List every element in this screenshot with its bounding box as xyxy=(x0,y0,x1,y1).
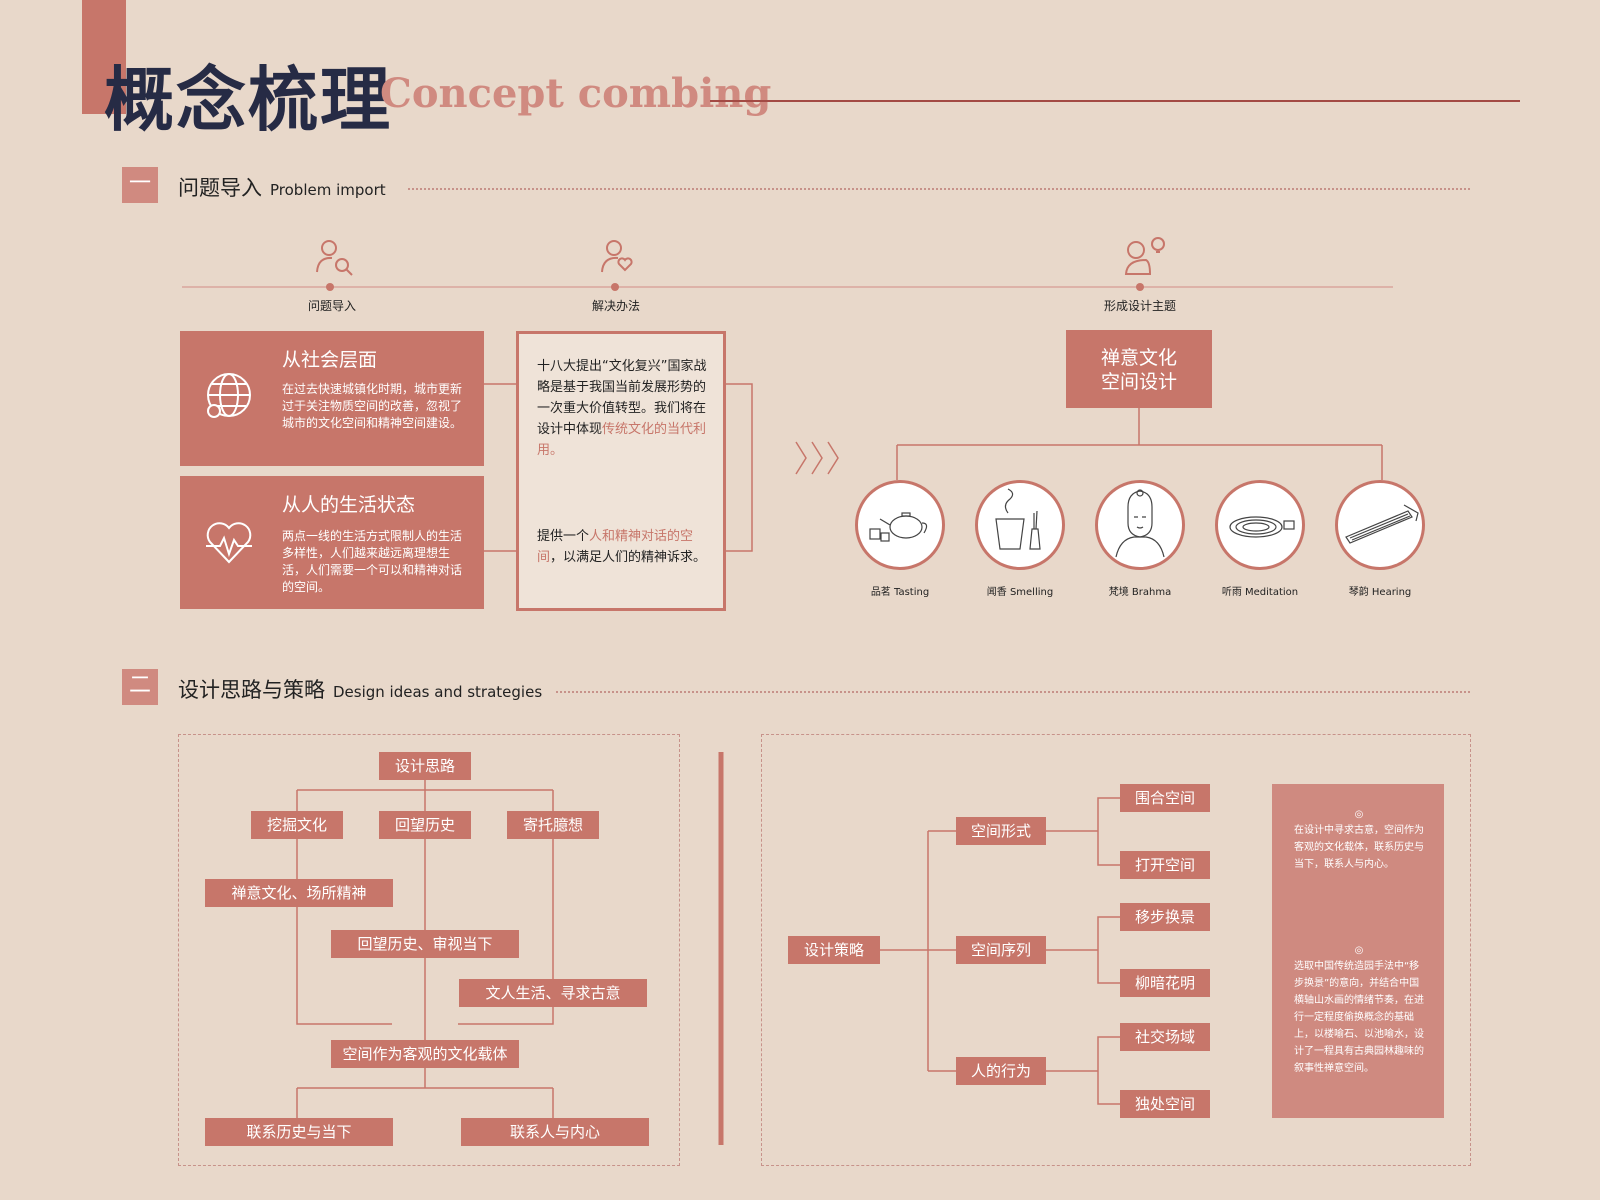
solution-highlight-1: 传统文化的当代利用。 xyxy=(537,422,707,458)
section-2-title-cn: 设计思路与策略 xyxy=(178,678,325,702)
sense-label-tasting: 品茗 Tasting xyxy=(870,587,930,598)
timeline-label-solution: 解决办法 xyxy=(591,299,640,313)
connectors-1 xyxy=(484,383,1383,552)
card-society-title: 从社会层面 xyxy=(282,349,378,371)
user-idea-icon xyxy=(1124,237,1165,275)
title-rule xyxy=(710,100,1520,102)
strategy-item-scenery: 移步换景 xyxy=(1120,903,1210,931)
sense-circle-smelling xyxy=(975,480,1065,570)
solution-box: 十八大提出“文化复兴”国家战略是基于我国当前发展形势的一次重大价值转型。我们将在… xyxy=(516,331,726,611)
card-life: 从人的生活状态 两点一线的生活方式限制人的生活多样性，人们越来越远离理想生活，人… xyxy=(180,476,484,609)
solution-paragraph-1: 十八大提出“文化复兴”国家战略是基于我国当前发展形势的一次重大价值转型。我们将在… xyxy=(537,356,707,461)
card-life-title: 从人的生活状态 xyxy=(282,494,416,516)
ideas-mid-literati: 文人生活、寻求古意 xyxy=(459,979,647,1007)
strategy-root: 设计策略 xyxy=(788,936,880,964)
section-2-title: 设计思路与策略 Design ideas and strategies xyxy=(178,674,542,704)
sense-label-brahma: 梵境 Brahma xyxy=(1108,587,1172,598)
strategy-item-enclosed: 围合空间 xyxy=(1120,784,1210,812)
sense-label-hearing: 琴韵 Hearing xyxy=(1348,587,1412,598)
solution-text-1: 十八大提出“文化复兴”国家战略是基于我国当前发展形势的一次重大价值转型。我们将在… xyxy=(537,359,707,437)
section-1-title-en: Problem import xyxy=(270,181,386,199)
ideas-branch-fancy: 寄托臆想 xyxy=(507,811,599,839)
ideas-panel xyxy=(178,734,680,1166)
ideas-core: 空间作为客观的文化载体 xyxy=(331,1040,519,1068)
strategy-group-sequence: 空间序列 xyxy=(956,936,1046,964)
strategy-group-form: 空间形式 xyxy=(956,817,1046,845)
buddha-icon xyxy=(1115,489,1165,558)
strategy-item-social: 社交场域 xyxy=(1120,1023,1210,1051)
strategy-notes: ◎ 在设计中寻求古意，空间作为客观的文化载体，联系历史与当下，联系人与内心。 ◎… xyxy=(1272,784,1444,1118)
section-1-dotted-rule xyxy=(408,188,1470,190)
sense-label-smelling: 闻香 Smelling xyxy=(986,587,1054,598)
strategy-item-solitude: 独处空间 xyxy=(1120,1090,1210,1118)
theme-box: 禅意文化 空间设计 xyxy=(1066,330,1212,408)
strategy-group-behavior: 人的行为 xyxy=(956,1057,1046,1085)
theme-line-2: 空间设计 xyxy=(1100,371,1177,393)
teapot-icon xyxy=(869,512,928,542)
incense-icon xyxy=(995,488,1041,550)
section-1-title-cn: 问题导入 xyxy=(178,176,262,200)
solution-text-2b: ，以满足人们的精神诉求。 xyxy=(550,550,707,565)
sense-circle-hearing xyxy=(1335,480,1425,570)
strategy-item-open: 打开空间 xyxy=(1120,851,1210,879)
note-text-2: 选取中国传统造园手法中“移步换景”的意向，并结合中国横轴山水画的情绪节奏，在进行… xyxy=(1294,961,1424,1074)
heartbeat-icon xyxy=(206,522,252,564)
sense-circle-brahma xyxy=(1095,480,1185,570)
page-title: 概念梳理 xyxy=(104,58,392,141)
section-2-dotted-rule xyxy=(556,691,1470,693)
ideas-root: 设计思路 xyxy=(379,752,471,780)
note-symbol-1: ◎ xyxy=(1354,809,1364,820)
guqin-icon xyxy=(1345,504,1419,544)
timeline-label-theme: 形成设计主题 xyxy=(1103,299,1176,313)
section-1-title: 问题导入 Problem import xyxy=(178,172,386,202)
solution-paragraph-2: 提供一个人和精神对话的空间，以满足人们的精神诉求。 xyxy=(537,526,707,568)
note-text-1: 在设计中寻求古意，空间作为客观的文化载体，联系历史与当下，联系人与内心。 xyxy=(1294,825,1424,870)
globe-icon xyxy=(207,373,251,418)
card-society: 从社会层面 在过去快速城镇化时期，城市更新过于关注物质空间的改善，忽视了城市的文… xyxy=(180,331,484,466)
theme-line-1: 禅意文化 xyxy=(1100,347,1177,369)
user-heart-icon xyxy=(601,240,633,273)
sense-circle-meditation xyxy=(1215,480,1305,570)
title-accent-bar xyxy=(82,0,126,114)
timeline xyxy=(182,237,1393,291)
card-society-text: 在过去快速城镇化时期，城市更新过于关注物质空间的改善，忽视了城市的文化空间和精神… xyxy=(282,382,463,430)
section-1-badge: 一 xyxy=(122,167,158,203)
sense-circle-tasting xyxy=(855,480,945,570)
ideas-mid-zen: 禅意文化、场所精神 xyxy=(205,879,393,907)
strategy-item-willow: 柳暗花明 xyxy=(1120,969,1210,997)
solution-highlight-2: 人和精神对话的空间 xyxy=(537,529,694,565)
ideas-branch-culture: 挖掘文化 xyxy=(251,811,343,839)
ideas-mid-history: 回望历史、审视当下 xyxy=(331,930,519,958)
user-search-icon xyxy=(316,240,353,276)
ideas-leaf-heart: 联系人与内心 xyxy=(461,1118,649,1146)
section-2-title-en: Design ideas and strategies xyxy=(333,683,543,701)
note-symbol-2: ◎ xyxy=(1354,945,1364,956)
sense-label-meditation: 听雨 Meditation xyxy=(1221,587,1299,598)
timeline-label-problem: 问题导入 xyxy=(307,299,356,313)
solution-text-2a: 提供一个 xyxy=(537,529,590,544)
zen-garden-icon xyxy=(1229,516,1295,538)
page-title-en: Concept combing xyxy=(380,70,772,117)
section-2-badge: 二 xyxy=(122,669,158,705)
strategy-panel xyxy=(761,734,1471,1166)
ideas-branch-history: 回望历史 xyxy=(379,811,471,839)
ideas-leaf-history: 联系历史与当下 xyxy=(205,1118,393,1146)
card-life-text: 两点一线的生活方式限制人的生活多样性，人们越来越远离理想生活，人们需要一个可以和… xyxy=(282,529,463,594)
